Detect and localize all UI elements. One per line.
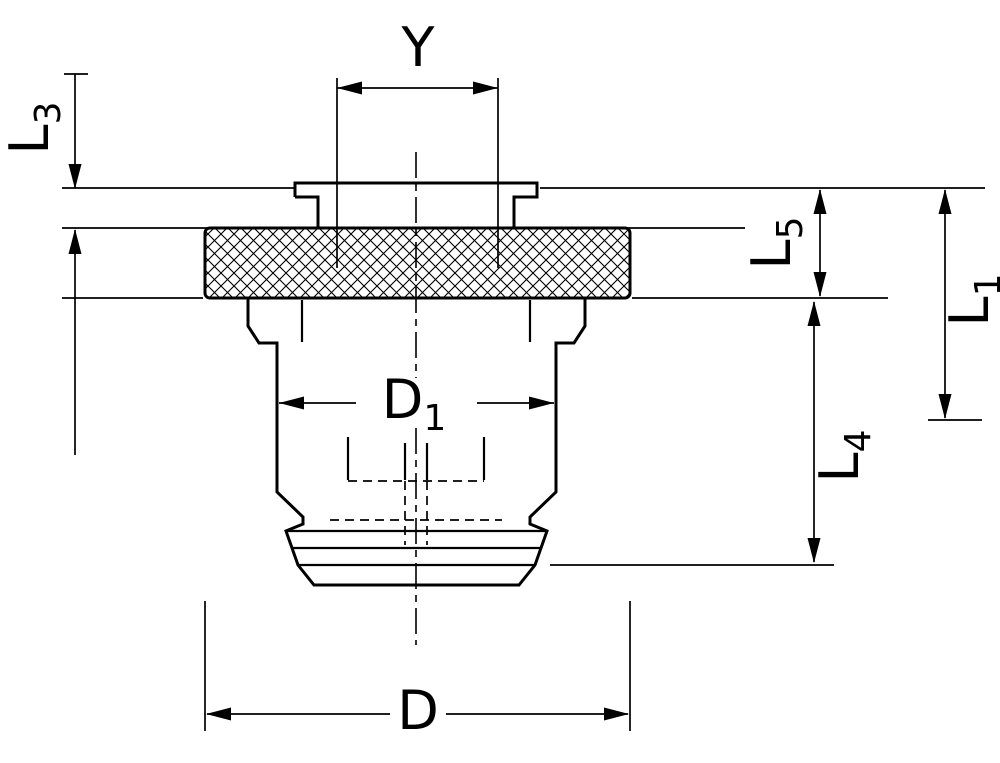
y-dimension-lines	[336, 78, 499, 268]
dimension-label-d: D	[397, 679, 439, 742]
dimension-l4: L4	[807, 301, 879, 563]
arrowhead-right-icon	[604, 707, 629, 721]
arrowhead-right-icon	[473, 81, 498, 95]
arrowhead-down-icon	[807, 538, 821, 563]
arrowhead-up-icon	[68, 229, 82, 254]
arrowhead-up-icon	[813, 189, 827, 214]
arrowhead-up-icon	[807, 301, 821, 326]
dimension-label-d1: D1	[382, 368, 447, 439]
dimension-label-y: Y	[401, 16, 436, 79]
dimension-label-l1: L1	[938, 274, 1000, 327]
arrowhead-left-icon	[337, 81, 362, 95]
dimension-l5: L5	[740, 189, 827, 297]
dimension-label-l4: L4	[808, 430, 879, 483]
arrowhead-up-icon	[938, 189, 952, 214]
arrowhead-right-icon	[529, 396, 554, 410]
dimension-d1: D1	[279, 368, 554, 439]
dimension-label-l3: L3	[0, 102, 69, 155]
part	[203, 152, 632, 645]
arrowhead-left-icon	[279, 396, 304, 410]
dimension-d: D	[206, 679, 629, 742]
arrowhead-down-icon	[813, 272, 827, 297]
arrowhead-left-icon	[206, 707, 231, 721]
dimension-l1: L1	[938, 189, 1000, 419]
dimension-y: Y	[336, 16, 499, 268]
arrowhead-down-icon	[68, 164, 82, 189]
dimension-label-l5: L5	[740, 217, 811, 270]
arrowhead-down-icon	[938, 394, 952, 419]
top-flange	[293, 181, 539, 228]
dimension-l3: L3	[0, 74, 82, 455]
knurled-ring	[203, 226, 632, 300]
